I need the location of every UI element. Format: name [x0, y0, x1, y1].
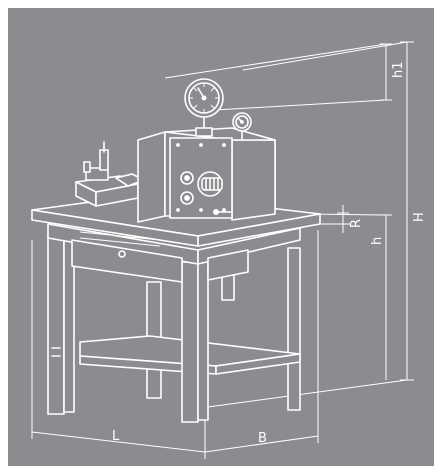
control-panel [169, 137, 233, 219]
dim-B-line [204, 435, 319, 453]
label-h: h [370, 237, 385, 245]
knob-upper-icon [180, 171, 194, 185]
drawer-front [71, 239, 183, 283]
label-h1: h1 [391, 61, 406, 78]
large-dial-gauge [184, 78, 224, 137]
label-R: R [349, 219, 364, 228]
dimension-labels: h1 H h R L B [112, 61, 427, 446]
table-apron [47, 223, 301, 283]
side-drawer [207, 249, 249, 281]
machine-housing [137, 127, 276, 223]
label-L: L [112, 429, 120, 444]
drawer-knob [118, 250, 126, 258]
vise-clamp [75, 141, 145, 207]
label-B: B [258, 431, 267, 446]
small-dial-gauge [232, 112, 252, 141]
dim-L-line [31, 431, 206, 453]
label-H: H [412, 212, 427, 222]
knob-lower-icon [180, 191, 194, 205]
